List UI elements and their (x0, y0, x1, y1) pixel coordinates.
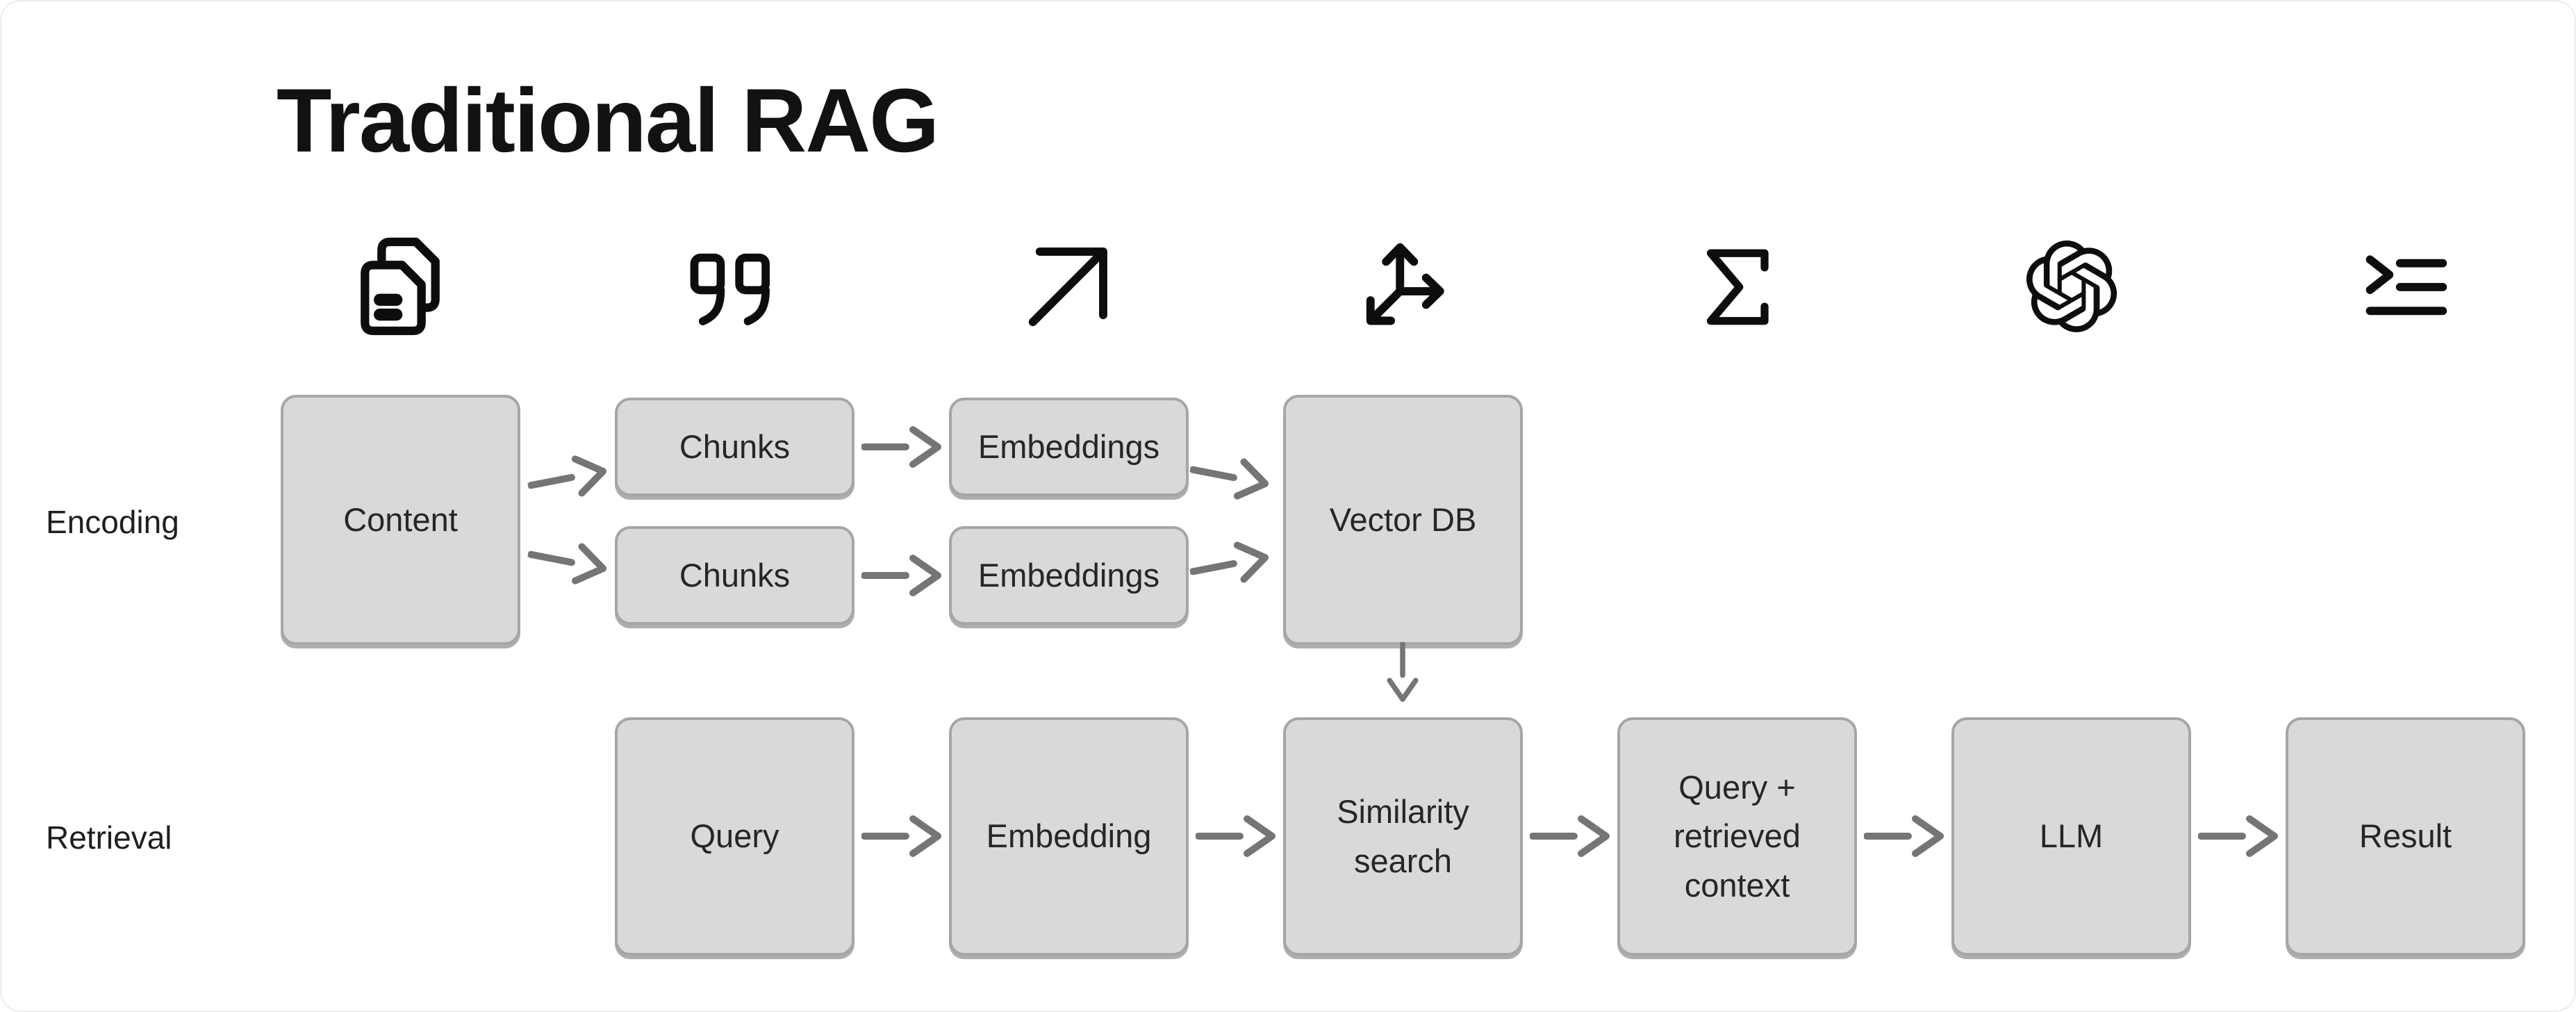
node-similarity-search: Similarity search (1283, 717, 1523, 956)
arrow-query-to-embedding (861, 814, 942, 858)
node-result: Result (2286, 717, 2525, 956)
row-label-encoding: Encoding (46, 504, 179, 540)
node-query-context: Query + retrieved context (1617, 717, 1857, 956)
arrow-embeddings-top-to-vector-db (1186, 448, 1273, 507)
node-embeddings-top: Embeddings (949, 398, 1189, 496)
node-label: Embeddings (977, 556, 1160, 594)
arrow-chunks-top-to-embeddings-top (861, 425, 942, 469)
node-label: Similarity search (1337, 793, 1469, 879)
page-title: Traditional RAG (276, 70, 939, 171)
arrow-similarity-search-to-query-context (1530, 814, 1610, 858)
node-label: Query (690, 817, 779, 855)
arrow-embedding-to-similarity-search (1196, 814, 1276, 858)
node-chunks-top: Chunks (615, 398, 854, 496)
sigma-icon (1681, 235, 1792, 339)
arrow-content-to-chunks-top (524, 449, 611, 508)
arrow-embeddings-bottom-to-vector-db (1186, 535, 1273, 594)
arrow-up-right-icon (1016, 234, 1121, 338)
node-label: Chunks (679, 556, 791, 594)
node-label: LLM (2039, 817, 2104, 855)
documents-icon (345, 231, 456, 342)
arrow-chunks-bottom-to-embeddings-bottom (861, 553, 942, 598)
node-label: Chunks (679, 427, 791, 465)
node-embedding: Embedding (949, 717, 1189, 956)
node-vector-db: Vector DB (1283, 395, 1523, 645)
openai-icon (2026, 239, 2117, 334)
node-chunks-bottom: Chunks (615, 526, 854, 625)
node-content: Content (281, 395, 520, 645)
node-label: Vector DB (1329, 500, 1477, 538)
node-label: Query + retrieved context (1674, 768, 1801, 904)
arrow-query-context-to-llm (1864, 814, 1945, 858)
node-label: Embedding (986, 817, 1152, 855)
node-query: Query (615, 717, 854, 956)
row-label-retrieval: Retrieval (46, 819, 172, 856)
axes-3d-icon (1351, 232, 1455, 336)
list-start-icon (2356, 238, 2455, 336)
arrow-llm-to-result (2198, 814, 2279, 858)
node-llm: LLM (1951, 717, 2191, 956)
arrow-vector-db-to-similarity-search (1386, 642, 1419, 703)
node-label: Embeddings (977, 427, 1160, 465)
node-label: Content (343, 500, 458, 538)
quote-icon (684, 236, 785, 337)
node-label: Result (2359, 817, 2452, 855)
node-embeddings-bottom: Embeddings (949, 526, 1189, 625)
arrow-content-to-chunks-bottom (524, 532, 611, 591)
